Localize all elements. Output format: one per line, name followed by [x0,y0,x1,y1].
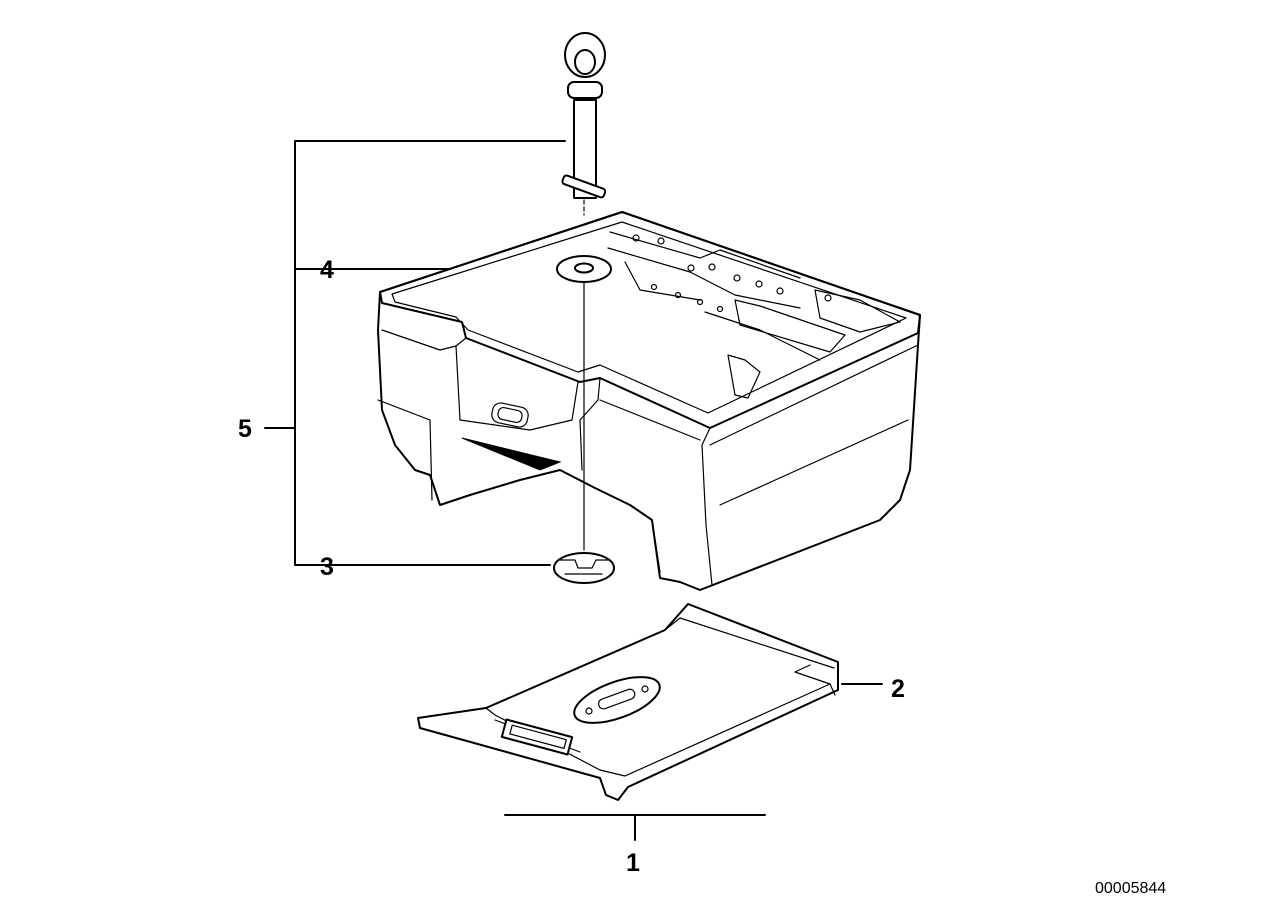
washer [556,255,612,283]
drawing-reference-number: 00005844 [1095,880,1166,897]
grommet-clip [553,552,615,584]
callout-4-label: 4 [320,256,334,284]
callout-5-label: 5 [238,415,252,443]
callout-3-label: 3 [320,553,334,581]
base-plate [417,603,839,801]
tray-housing [377,211,921,591]
callout-2-label: 2 [891,675,905,703]
retaining-pin [561,32,607,216]
callout-1-bracket [504,814,766,841]
callout-1-label: 1 [626,849,640,877]
